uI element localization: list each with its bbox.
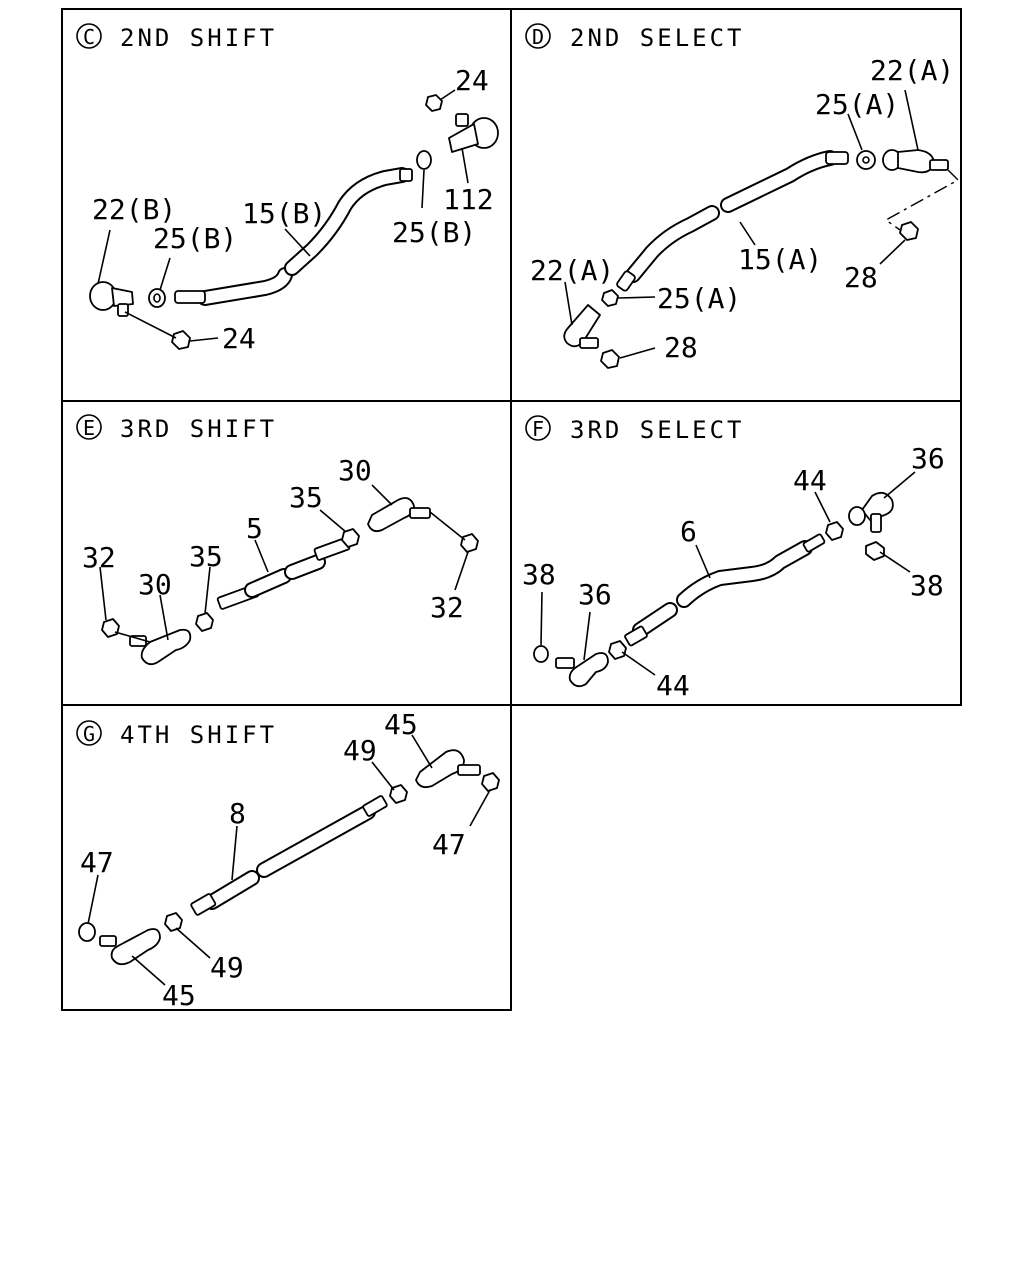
callout-25b: 25(B) (153, 222, 237, 255)
callout-25b: 25(B) (392, 216, 476, 249)
panel-d: D 2ND SELECT 22(A) 25(A) 1 (525, 23, 960, 369)
nut (164, 912, 183, 932)
callout-36: 36 (578, 578, 612, 611)
panel-title: 2ND SELECT (570, 24, 745, 52)
panel-c: C 2ND SHIFT 24 112 25 (76, 23, 499, 355)
callout-49: 49 (343, 734, 377, 767)
nut (481, 772, 500, 792)
callout-24: 24 (455, 64, 489, 97)
callout-49: 49 (210, 951, 244, 984)
callout-22a: 22(A) (530, 254, 614, 287)
callout-25a: 25(A) (657, 282, 741, 315)
nut (899, 221, 919, 241)
panel-letter: E (83, 416, 95, 440)
washer (856, 150, 876, 170)
callout-38: 38 (522, 558, 556, 591)
washer (533, 645, 549, 663)
nut (195, 612, 214, 632)
callout-22a: 22(A) (870, 54, 954, 87)
nut (608, 640, 627, 660)
rod-end-45 (110, 928, 161, 966)
panel-title: 3RD SHIFT (120, 415, 277, 443)
panel-letter: D (532, 25, 544, 49)
callout-25a: 25(A) (815, 88, 899, 121)
callout-38: 38 (910, 569, 944, 602)
callout-6: 6 (680, 515, 697, 548)
panel-title: 2ND SHIFT (120, 24, 277, 52)
callout-44: 44 (793, 464, 827, 497)
callout-45: 45 (162, 979, 196, 1012)
panel-title: 4TH SHIFT (120, 721, 277, 749)
callout-112: 112 (443, 183, 494, 216)
callout-24: 24 (222, 322, 256, 355)
rod-end-45 (415, 749, 465, 789)
threaded-end (399, 168, 413, 182)
callout-28: 28 (844, 261, 878, 294)
washer (416, 150, 432, 170)
frame-panel-g (61, 704, 512, 1011)
nut (425, 94, 443, 112)
nut (865, 541, 885, 561)
callout-32: 32 (430, 591, 464, 624)
panel-letter: F (532, 417, 544, 441)
callout-35: 35 (289, 481, 323, 514)
callout-32: 32 (82, 541, 116, 574)
callout-28: 28 (664, 331, 698, 364)
washer (148, 288, 166, 308)
callout-5: 5 (246, 512, 263, 545)
panel-title: 3RD SELECT (570, 416, 745, 444)
panel-f: F 3RD SELECT 36 44 6 38 38 36 (522, 415, 945, 702)
callout-44: 44 (656, 669, 690, 702)
nut (171, 330, 191, 350)
nut (101, 618, 120, 638)
callout-15b: 15(B) (242, 197, 326, 230)
nut (825, 521, 844, 541)
washer (601, 289, 619, 307)
panel-g: G 4TH SHIFT 45 49 8 47 47 49 4 (76, 708, 500, 1012)
callout-47: 47 (80, 846, 114, 879)
panel-frames (61, 8, 962, 1011)
rod-end-30 (140, 628, 192, 666)
nut (341, 528, 360, 548)
callout-47: 47 (432, 828, 466, 861)
callout-22b: 22(B) (92, 193, 176, 226)
callout-30: 30 (138, 568, 172, 601)
panel-letter: C (83, 25, 95, 49)
callout-36: 36 (911, 442, 945, 475)
callout-45: 45 (384, 708, 418, 741)
ball-joint-36 (568, 652, 609, 688)
nut (460, 533, 479, 553)
ball-joint-22a (897, 149, 935, 174)
ball-joint-36 (861, 491, 894, 521)
panel-letter-circle (76, 23, 102, 49)
panel-letter: G (83, 722, 95, 746)
callout-35: 35 (189, 540, 223, 573)
panel-e: E 3RD SHIFT 30 35 5 32 30 (76, 414, 479, 666)
callout-15a: 15(A) (738, 243, 822, 276)
callout-8: 8 (229, 797, 246, 830)
threaded-end (174, 290, 206, 304)
callout-30: 30 (338, 454, 372, 487)
nut (600, 349, 620, 369)
washer (78, 922, 96, 942)
